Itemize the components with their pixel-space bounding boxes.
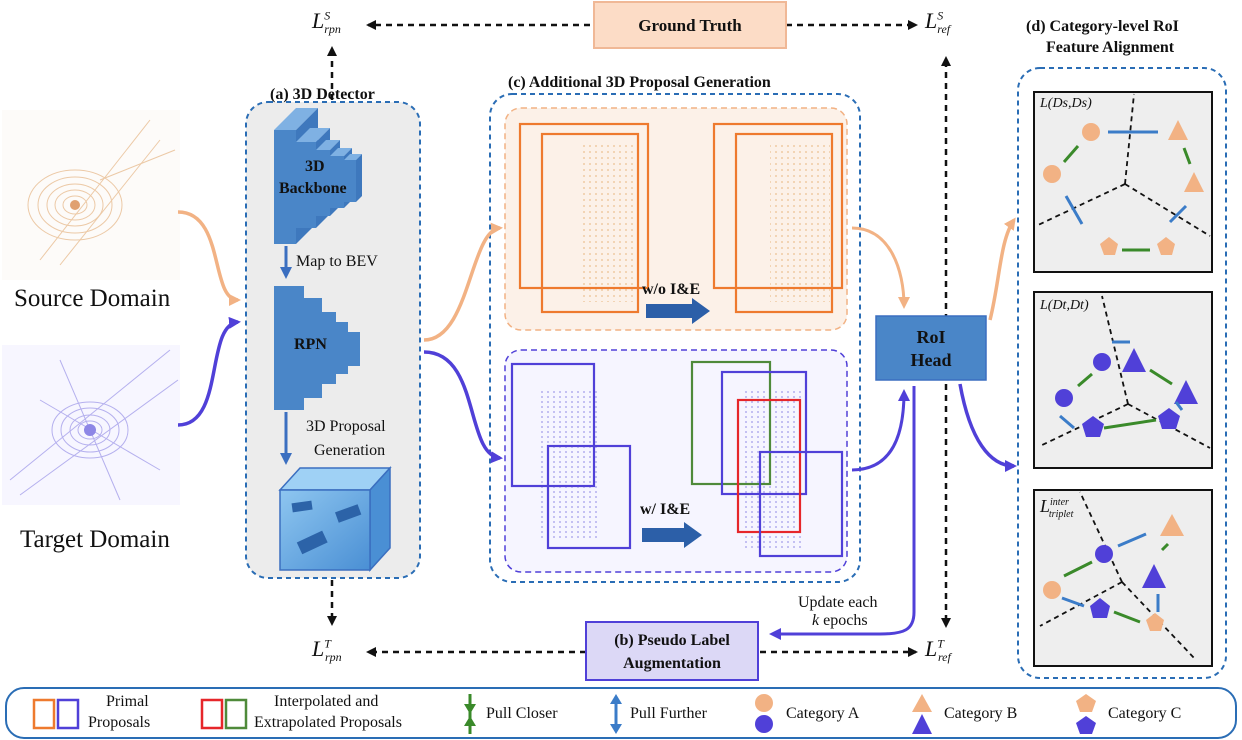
loss-ref-target: LTref bbox=[925, 636, 951, 665]
roi-to-source-alignment-arrow bbox=[988, 217, 1016, 321]
category-b-target-icon bbox=[912, 714, 932, 734]
loss-rpn-source: LSrpn bbox=[312, 8, 341, 37]
legend-primal-purple bbox=[56, 698, 80, 730]
without-ie-label: w/o I&E bbox=[642, 281, 700, 298]
without-ie-arrow bbox=[646, 298, 710, 324]
with-ie-arrow bbox=[642, 522, 702, 548]
alignment-subpanel-source bbox=[1033, 91, 1213, 273]
pull-closer-head-top bbox=[464, 704, 476, 714]
proposal-gen-line2: Generation bbox=[314, 442, 386, 459]
category-b-source-icon bbox=[912, 694, 932, 712]
update-feedback-arrow bbox=[769, 386, 916, 640]
target-proposals-right bbox=[690, 360, 844, 558]
backbone-block bbox=[274, 108, 362, 244]
roi-to-target-alignment-arrow bbox=[958, 383, 1017, 472]
roi-head-line2: Head bbox=[910, 350, 951, 370]
pull-further-head-bottom bbox=[610, 724, 622, 734]
legend-bar bbox=[5, 687, 1237, 739]
roi-head-line1: RoI bbox=[916, 327, 945, 347]
source-to-detector-arrow bbox=[177, 210, 241, 306]
map-to-bev-label: Map to BEV bbox=[296, 253, 378, 270]
target-point-cloud bbox=[2, 345, 180, 505]
backbone-line2: Backbone bbox=[279, 180, 347, 197]
detector-title: (a) 3D Detector bbox=[270, 86, 375, 103]
target-domain-label: Target Domain bbox=[20, 526, 170, 553]
pull-further-head-top bbox=[610, 694, 622, 704]
pseudo-label-line2: Augmentation bbox=[623, 655, 721, 672]
proposal-generation-title: (c) Additional 3D Proposal Generation bbox=[508, 74, 771, 91]
alignment-panel2-label: L(Dt,Dt) bbox=[1040, 298, 1089, 313]
legend-pull-closer: Pull Closer bbox=[486, 705, 558, 722]
proposal-gen-line1: 3D Proposal bbox=[306, 418, 386, 435]
backbone-line1: 3D bbox=[305, 158, 325, 175]
ground-truth-label: Ground Truth bbox=[638, 16, 742, 35]
legend-category-c: Category C bbox=[1108, 705, 1182, 722]
legend-primal-line2: Proposals bbox=[88, 714, 151, 731]
legend-category-b: Category B bbox=[944, 705, 1018, 722]
target-proposals-left bbox=[510, 362, 632, 550]
bottom-dashed-arrows bbox=[327, 384, 951, 657]
detector-to-source-proposals-arrow bbox=[423, 222, 503, 342]
with-ie-label: w/ I&E bbox=[640, 501, 690, 518]
alignment-title-line1: (d) Category-level RoI bbox=[1026, 18, 1179, 35]
ground-truth-box bbox=[593, 1, 787, 49]
legend-primal-orange bbox=[32, 698, 56, 730]
loss-rpn-target: LTrpn bbox=[312, 636, 342, 665]
target-to-detector-arrow bbox=[177, 316, 241, 427]
category-c-target-icon bbox=[1076, 716, 1096, 734]
legend-pull-further: Pull Further bbox=[630, 705, 707, 722]
rpn-label: RPN bbox=[294, 336, 327, 353]
category-a-target-icon bbox=[755, 715, 773, 733]
update-line1: Update each bbox=[798, 594, 878, 611]
pull-closer-head-bottom bbox=[464, 716, 476, 726]
source-proposals-left bbox=[518, 122, 650, 314]
legend-category-a: Category A bbox=[786, 705, 860, 722]
source-to-roi-arrow bbox=[851, 226, 910, 309]
proposal-cube bbox=[278, 466, 392, 572]
detector-to-target-proposals-arrow bbox=[423, 350, 503, 464]
legend-interp-line1: Interpolated and bbox=[274, 693, 379, 710]
rpn-block bbox=[274, 286, 360, 410]
pseudo-label-line1: (b) Pseudo Label bbox=[614, 632, 730, 649]
alignment-panel1-label: L(Ds,Ds) bbox=[1040, 96, 1092, 111]
category-c-source-icon bbox=[1076, 694, 1096, 712]
source-domain-label: Source Domain bbox=[14, 285, 171, 312]
legend-interp-red bbox=[200, 698, 224, 730]
legend-interp-line2: Extrapolated Proposals bbox=[254, 714, 402, 731]
legend-interp-green bbox=[224, 698, 248, 730]
top-dashed-arrows bbox=[327, 20, 951, 320]
source-point-cloud bbox=[2, 110, 180, 280]
alignment-subpanel-triplet bbox=[1033, 489, 1213, 667]
source-proposals-right bbox=[712, 122, 844, 314]
update-line2: k epochs bbox=[812, 612, 868, 629]
legend-primal-line1: Primal bbox=[106, 693, 149, 710]
category-a-source-icon bbox=[755, 694, 773, 712]
alignment-subpanel-target bbox=[1033, 291, 1213, 469]
pseudo-label-box bbox=[585, 621, 759, 681]
alignment-title-line2: Feature Alignment bbox=[1046, 39, 1175, 56]
loss-ref-source: LSref bbox=[925, 8, 951, 37]
roi-head-box bbox=[875, 315, 987, 381]
target-to-roi-arrow bbox=[851, 389, 910, 472]
alignment-panel3-label: Lintertriplet bbox=[1040, 496, 1074, 520]
